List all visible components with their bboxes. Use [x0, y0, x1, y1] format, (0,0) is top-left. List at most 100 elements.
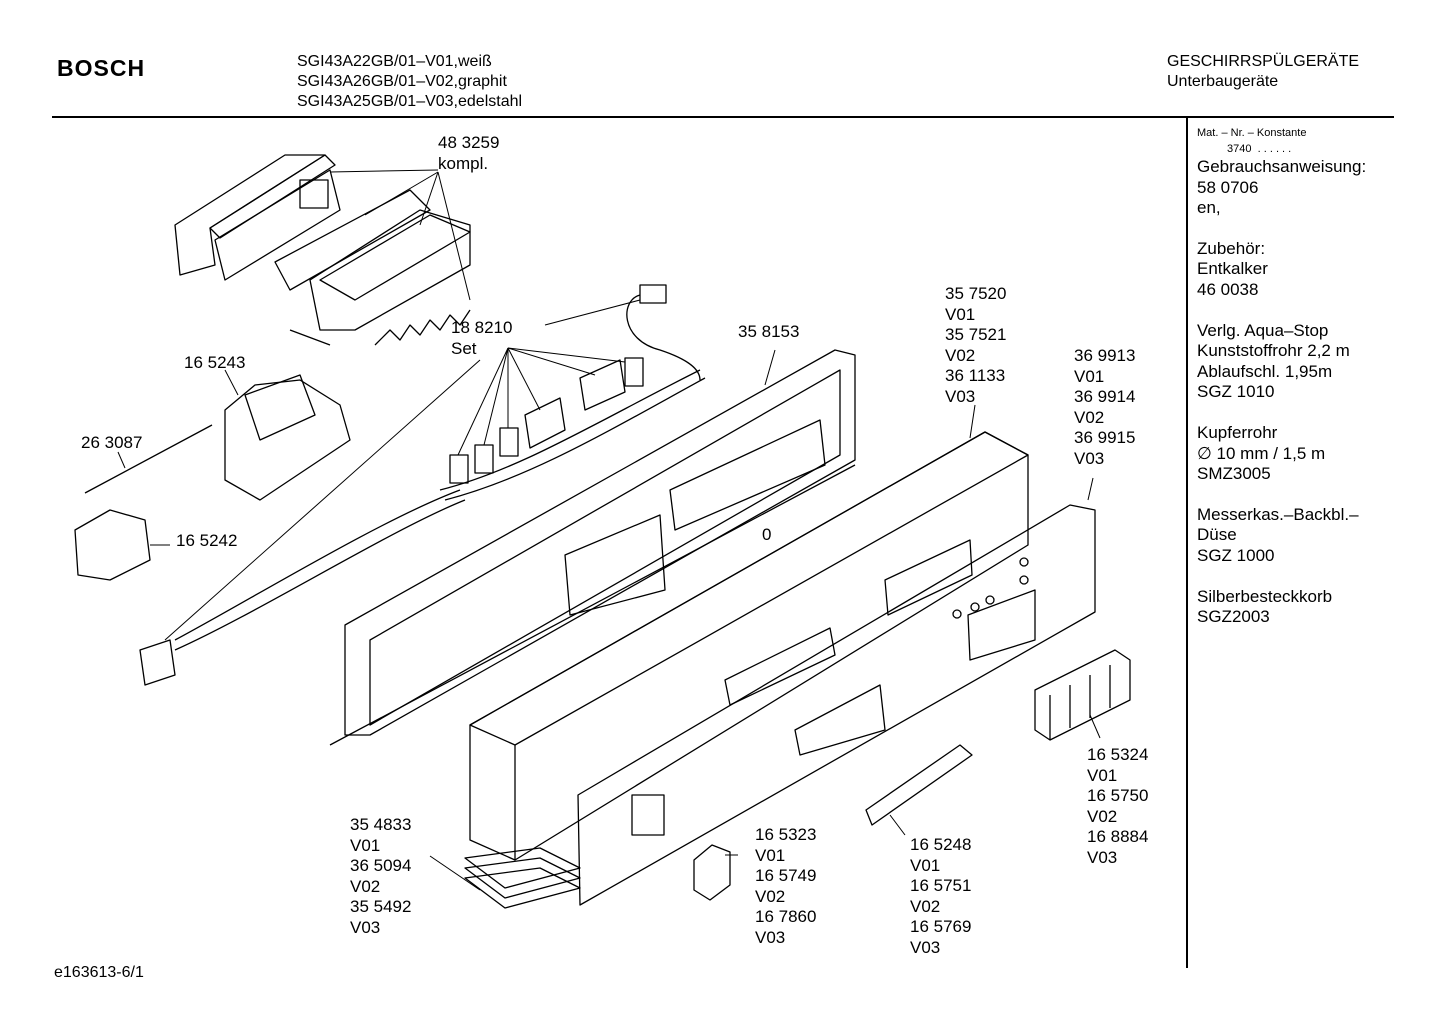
- label-165242: 16 5242: [176, 531, 237, 552]
- label-line: 48 3259: [438, 133, 500, 152]
- label-line: 16 5248: [910, 835, 972, 854]
- label-line: V01: [910, 855, 941, 875]
- label-line: 35 5492: [350, 897, 412, 917]
- label-line: 16 5323: [755, 825, 817, 844]
- control-module-part: [174, 154, 471, 346]
- mat-value: 3740 . . . . . .: [1197, 141, 1366, 157]
- sidebar-divider: [1186, 118, 1188, 968]
- part-165324: [1034, 649, 1131, 741]
- sidebar-line: Ablaufschl. 1,95m: [1197, 361, 1333, 381]
- label-line: V03: [1087, 847, 1118, 867]
- header-divider: [52, 116, 1394, 118]
- front-cover-part: [577, 504, 1096, 906]
- label-line: 18 8210: [451, 318, 513, 337]
- label-line: 0: [762, 525, 772, 544]
- sidebar-line: Düse: [1197, 525, 1237, 545]
- label-line: 16 5243: [184, 353, 246, 372]
- sidebar-line: SGZ 1000: [1197, 545, 1275, 565]
- label-line: V02: [910, 896, 941, 916]
- label-line: 16 5769: [910, 917, 972, 937]
- label-line: V01: [755, 845, 786, 865]
- part-165242: [74, 509, 151, 581]
- label-line: 35 4833: [350, 815, 412, 834]
- label-line: V03: [945, 386, 976, 406]
- leader-lines: [117, 169, 1101, 891]
- wiring-harness-part: [139, 284, 706, 686]
- part-263087: [84, 424, 213, 494]
- sidebar-line: SMZ3005: [1197, 464, 1271, 484]
- sidebar-line: Kupferrohr: [1197, 422, 1278, 442]
- label-line: V03: [350, 917, 381, 937]
- category-subline: Unterbaugeräte: [1167, 73, 1279, 90]
- sidebar-line: en,: [1197, 198, 1221, 218]
- label-line: V03: [755, 927, 786, 947]
- mat-value-number: 3740: [1227, 143, 1252, 155]
- sidebar-line: 46 0038: [1197, 279, 1259, 299]
- label-358153: 35 8153: [738, 322, 799, 343]
- label-line: V02: [1074, 407, 1105, 427]
- part-165248: [865, 744, 973, 826]
- sidebar-line: SGZ 1010: [1197, 382, 1275, 402]
- frame-part: [329, 349, 856, 746]
- model-line: SGI43A25GB/01–V03,edelstahl: [297, 93, 523, 110]
- label-line: 16 5751: [910, 876, 972, 896]
- model-line: SGI43A22GB/01–V01,weiß: [297, 53, 492, 70]
- label-165323: 16 5323 V01 16 5749 V02 16 7860 V03: [755, 825, 816, 949]
- label-line: V01: [350, 835, 381, 855]
- label-line: 16 7860: [755, 907, 817, 927]
- label-line: 16 5324: [1087, 745, 1149, 764]
- label-line: V01: [1074, 366, 1105, 386]
- label-line: 36 9914: [1074, 387, 1136, 407]
- label-line: 16 5242: [176, 531, 238, 550]
- part-354833: [464, 847, 581, 909]
- sidebar-line: Zubehör:: [1197, 238, 1266, 258]
- label-line: 16 8884: [1087, 827, 1149, 847]
- label-0: 0: [762, 525, 771, 546]
- label-line: 35 7521: [945, 325, 1007, 345]
- panel-part: [469, 431, 1029, 861]
- label-357520: 35 7520 V01 35 7521 V02 36 1133 V03: [945, 284, 1006, 408]
- label-line: 16 5749: [755, 866, 817, 886]
- model-line: SGI43A26GB/01–V02,graphit: [297, 73, 507, 90]
- label-line: 16 5750: [1087, 786, 1149, 806]
- label-line: 36 9915: [1074, 428, 1136, 448]
- label-263087: 26 3087: [81, 433, 142, 454]
- label-line: V02: [350, 876, 381, 896]
- sidebar-line: Verlg. Aqua–Stop: [1197, 320, 1329, 340]
- label-165243: 16 5243: [184, 353, 245, 374]
- label-354833: 35 4833 V01 36 5094 V02 35 5492 V03: [350, 815, 411, 939]
- sidebar-line: SGZ2003: [1197, 607, 1270, 627]
- part-165323: [693, 844, 731, 901]
- label-165248: 16 5248 V01 16 5751 V02 16 5769 V03: [910, 835, 971, 959]
- label-line: 36 1133: [945, 366, 1006, 386]
- mat-value-dots: . . . . . .: [1257, 143, 1292, 155]
- label-188210: 18 8210 Set: [451, 318, 512, 359]
- label-line: 26 3087: [81, 433, 143, 452]
- label-line: V02: [755, 886, 786, 906]
- sidebar-info: Mat. – Nr. – Konstante 3740 . . . . . . …: [1197, 125, 1366, 628]
- mat-label: Mat. – Nr. – Konstante: [1197, 127, 1307, 139]
- category-line: GESCHIRRSPÜLGERÄTE: [1167, 53, 1360, 70]
- label-line: V02: [945, 345, 976, 365]
- model-list: SGI43A22GB/01–V01,weiß SGI43A26GB/01–V02…: [297, 52, 522, 112]
- label-line: 36 5094: [350, 856, 412, 876]
- drawing-code: e163613-6/1: [54, 964, 144, 981]
- label-line: 36 9913: [1074, 346, 1136, 365]
- sidebar-line: ∅ 10 mm / 1,5 m: [1197, 443, 1326, 463]
- sidebar-line: Kunststoffrohr 2,2 m: [1197, 341, 1350, 361]
- label-165324: 16 5324 V01 16 5750 V02 16 8884 V03: [1087, 745, 1148, 869]
- brand-logo: BOSCH: [57, 55, 146, 81]
- part-165243: [224, 374, 351, 501]
- label-line: Set: [451, 338, 477, 358]
- label-line: V01: [945, 304, 976, 324]
- sidebar-line: Silberbesteckkorb: [1197, 586, 1333, 606]
- label-line: V01: [1087, 765, 1118, 785]
- label-line: V03: [910, 937, 941, 957]
- label-483259: 48 3259 kompl.: [438, 133, 499, 174]
- sidebar-line: 58 0706: [1197, 177, 1259, 197]
- label-line: V02: [1087, 806, 1118, 826]
- label-line: V03: [1074, 448, 1105, 468]
- label-line: kompl.: [438, 153, 489, 173]
